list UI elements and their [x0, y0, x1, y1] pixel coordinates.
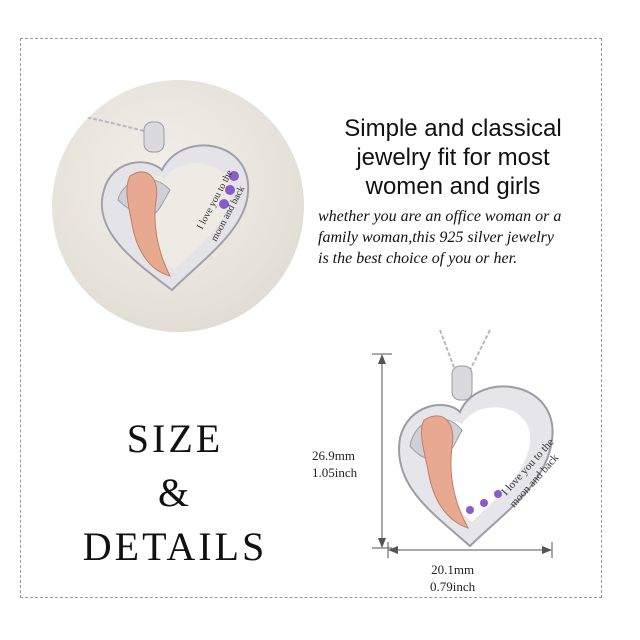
description: whether you are an office woman or a fam…: [318, 206, 608, 269]
heart-pendant-closeup-image: I love you to the moon and back: [52, 109, 250, 292]
width-inch: 0.79inch: [430, 579, 476, 594]
heart-pendant-image: I love you to the moon and back: [398, 385, 562, 548]
description-line1: whether you are an office woman or a: [318, 208, 562, 225]
height-inch: 1.05inch: [312, 465, 358, 480]
size-line: SIZE: [126, 416, 224, 461]
description-line3: is the best choice of you or her.: [318, 250, 518, 267]
description-line2: family woman,this 925 silver jewelry: [318, 229, 554, 246]
height-mm: 26.9mm: [312, 448, 355, 463]
product-photo-circle: I love you to the moon and back: [52, 80, 304, 332]
width-label: 20.1mm 0.79inch: [430, 561, 475, 595]
details-line: DETAILS: [82, 524, 268, 569]
dashed-frame: [20, 38, 602, 598]
headline-line2: jewelry fit for most: [356, 144, 550, 171]
headline-line1: Simple and classical: [344, 115, 562, 142]
height-label: 26.9mm 1.05inch: [312, 447, 357, 481]
width-mm: 20.1mm: [431, 562, 475, 577]
size-details-title: SIZE & DETAILS: [60, 412, 290, 574]
headline-line3: women and girls: [365, 173, 541, 200]
ampersand-line: &: [157, 470, 193, 515]
pendant-bail: [451, 365, 473, 401]
headline: Simple and classical jewelry fit for mos…: [318, 114, 588, 201]
